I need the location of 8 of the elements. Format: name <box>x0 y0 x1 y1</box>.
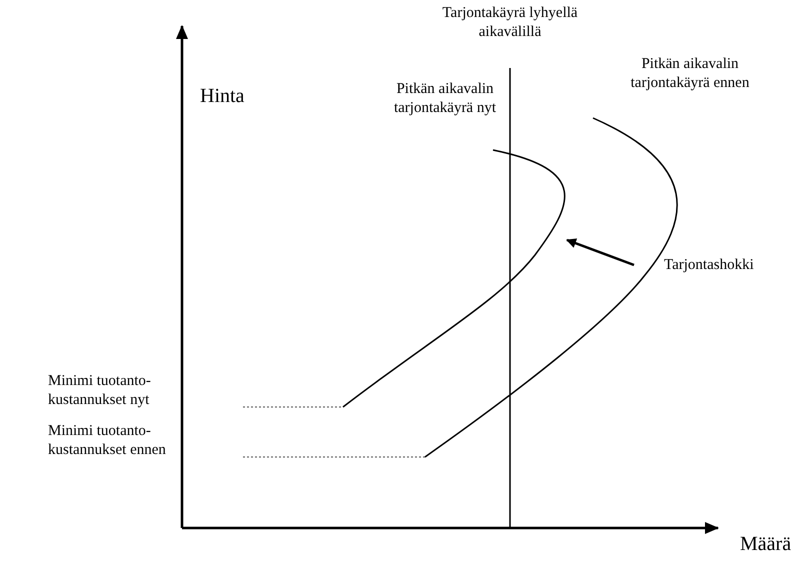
line-label: Tarjontakäyrä lyhyellä aikavälillä <box>441 4 579 42</box>
curve-label: Pitkän aikavalin tarjontakäyrä ennen <box>630 55 750 93</box>
axis-note: Minimi tuotanto-kustannukset ennen <box>48 422 167 460</box>
axis-note: Minimi tuotanto-kustannukset nyt <box>48 372 152 410</box>
axis-label: Hinta <box>200 84 246 108</box>
axis-label: Määrä <box>740 532 792 556</box>
arrow-label: Tarjontashokki <box>664 256 755 275</box>
curve-label: Pitkän aikavalin tarjontakäyrä nyt <box>392 80 498 118</box>
